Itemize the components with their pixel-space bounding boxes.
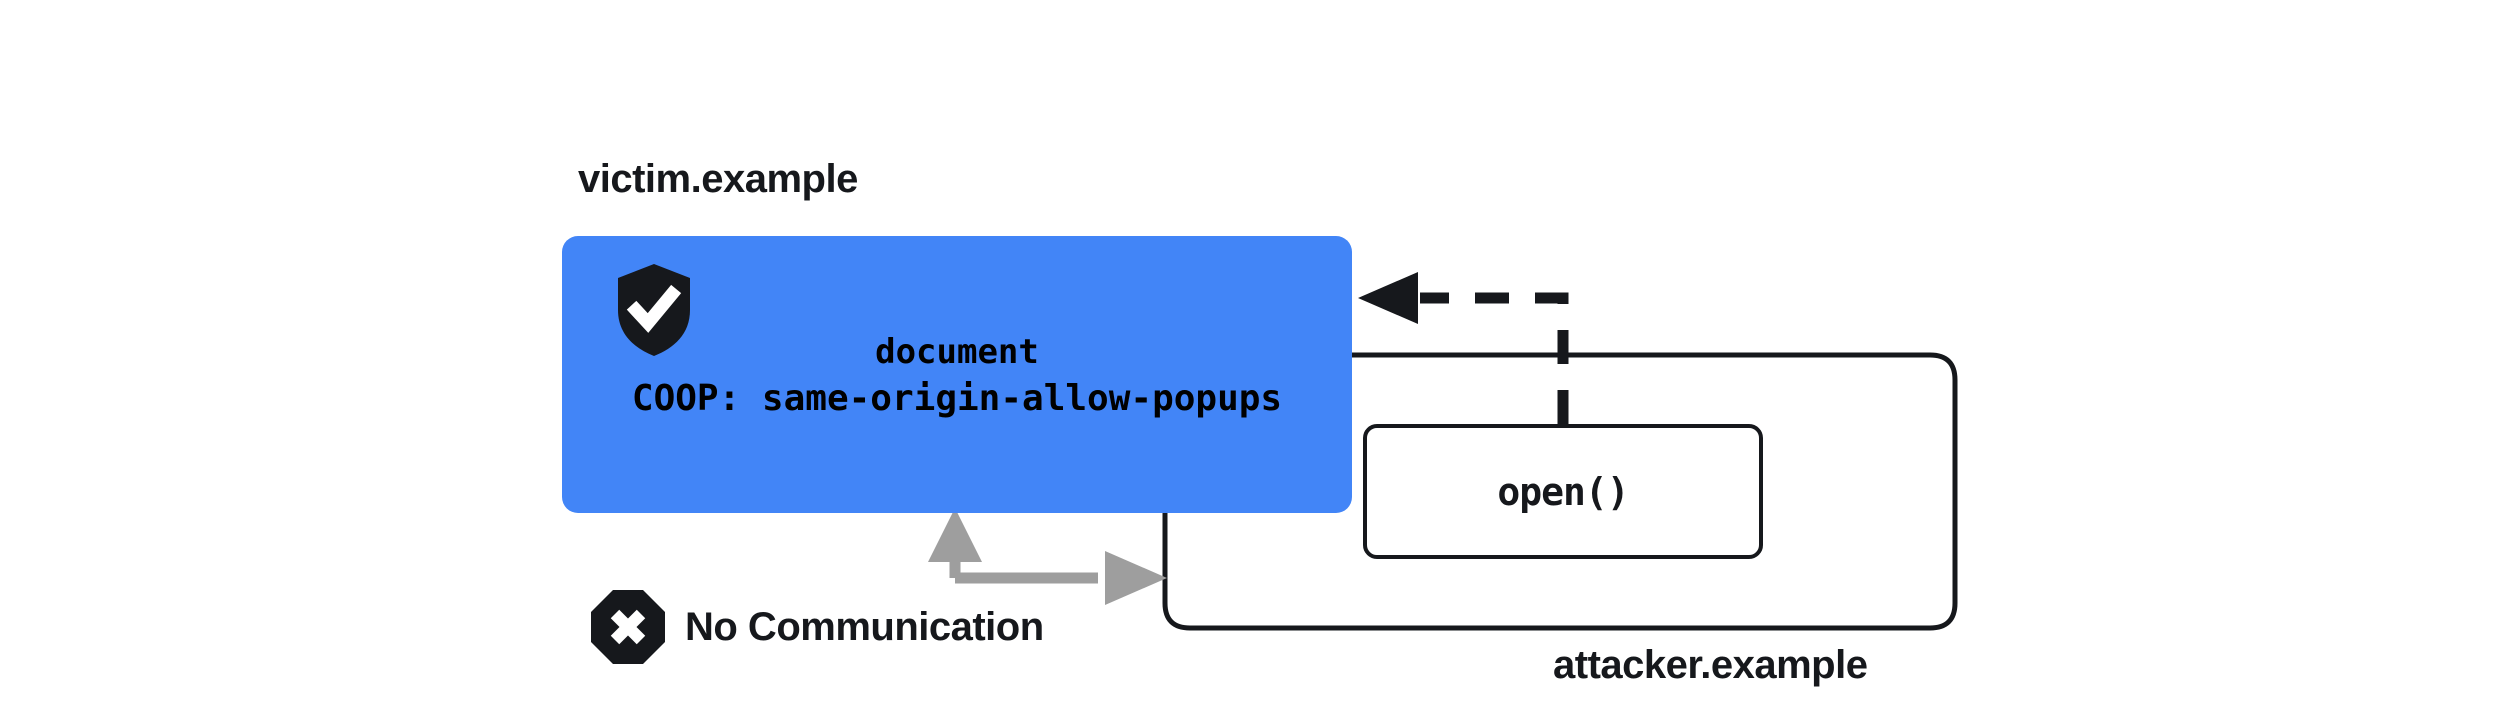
octagon-x-icon (591, 590, 665, 664)
attacker-origin-label: attacker.example (1553, 643, 1868, 687)
no-communication-label: No Communication (685, 604, 1044, 649)
attacker-open-popup-box: open() (1363, 424, 1763, 559)
shield-check-icon (618, 264, 690, 356)
no-communication-annotation: No Communication (589, 588, 1044, 666)
open-call-label: open() (1497, 469, 1629, 514)
no-communication-arrowhead-right (1105, 551, 1167, 605)
no-communication-arrowhead-up (928, 508, 982, 562)
open-call-dashed-path (1420, 292, 1569, 424)
victim-origin-label: victim.example (578, 157, 858, 201)
victim-coop-header: COOP: same-origin-allow-popups (631, 378, 1283, 419)
victim-document-box (562, 236, 1352, 513)
open-call-arrowhead (1358, 272, 1418, 324)
victim-document-title: document (875, 332, 1039, 372)
